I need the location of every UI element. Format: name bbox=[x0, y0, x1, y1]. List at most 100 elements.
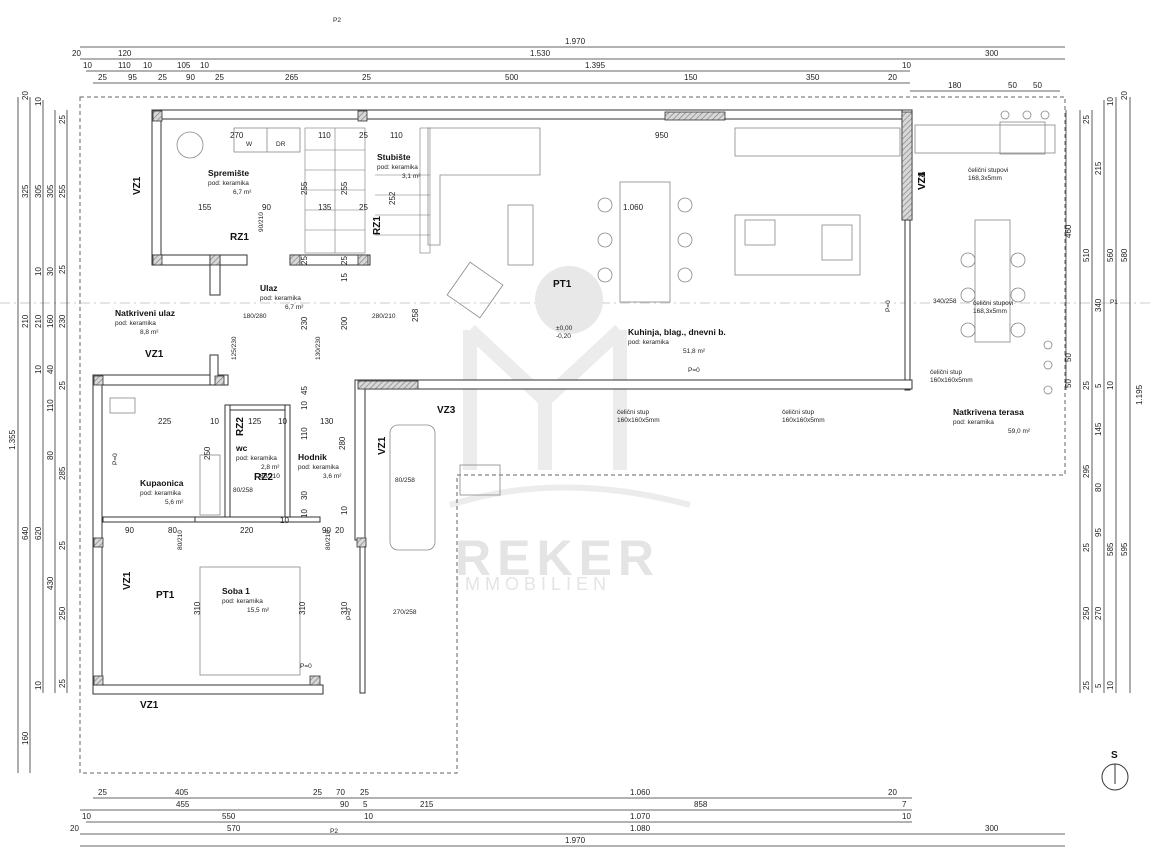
dimension-label: 580 bbox=[1120, 248, 1129, 262]
dimension-label: 7 bbox=[902, 800, 907, 809]
wall-code-label: VZ1 bbox=[132, 176, 143, 195]
dimension-label: 45 bbox=[300, 386, 309, 395]
dimension-label: 640 bbox=[21, 526, 30, 540]
dimension-label: 225 bbox=[158, 417, 172, 426]
dimension-label: 10 bbox=[280, 516, 289, 525]
elevation-label: -0,20 bbox=[556, 333, 571, 340]
dimension-label: 50 bbox=[1064, 379, 1073, 388]
dimension-label: 25 bbox=[1082, 115, 1091, 124]
dimension-label: 25 bbox=[58, 265, 67, 274]
dimension-label: 80 bbox=[46, 451, 55, 460]
room-floor: pod: keramika bbox=[115, 320, 156, 327]
dimension-label: 325 bbox=[21, 184, 30, 198]
dimension-label: 300 bbox=[985, 49, 999, 58]
dimension-label: 10 bbox=[340, 506, 349, 515]
note-label: 160x160x5mm bbox=[782, 417, 825, 424]
dimension-label: 110 bbox=[46, 399, 55, 412]
dimension-label: 10 bbox=[143, 61, 152, 70]
section-mark: P1 bbox=[1110, 299, 1118, 306]
dimension-label: 230 bbox=[300, 316, 309, 330]
wall-code-label: RZ1 bbox=[372, 216, 383, 235]
room-area: 59,0 m² bbox=[1008, 428, 1031, 435]
dimension-label: 80 bbox=[168, 526, 177, 535]
dimension-label: 270 bbox=[230, 131, 244, 140]
opening-label: 180/280 bbox=[243, 313, 267, 320]
dimension-label: 120 bbox=[118, 49, 132, 58]
dimension-label: 10 bbox=[300, 401, 309, 410]
dimension-label: 105 bbox=[177, 61, 191, 70]
opening-label: P=0 bbox=[885, 300, 892, 312]
dimension-label: 90 bbox=[262, 203, 271, 212]
dimension-label: 250 bbox=[1082, 606, 1091, 620]
furniture bbox=[109, 110, 1056, 676]
dimension-label: 255 bbox=[300, 181, 309, 195]
dimension-label: 25 bbox=[1082, 381, 1091, 390]
room-floor: pod: keramika bbox=[208, 180, 249, 187]
note-label: 168,3x5mm bbox=[973, 308, 1007, 315]
dimension-label: 10 bbox=[34, 681, 43, 690]
watermark-sub: IMMOBILIEN bbox=[455, 574, 611, 594]
dimension-label: 30 bbox=[46, 267, 55, 276]
dimension-label: 25 bbox=[359, 203, 368, 212]
room-name: Ulaz bbox=[260, 283, 277, 293]
dimension-label: 50 bbox=[1033, 81, 1042, 90]
wall-code-label: VZ1 bbox=[140, 700, 159, 711]
opening-label: 80/210 bbox=[325, 530, 332, 550]
dimension-label: 10 bbox=[1106, 681, 1115, 690]
note-label: čelični stup bbox=[930, 369, 963, 376]
north-arrow: S bbox=[1101, 750, 1129, 791]
wall-code-label: VZ1 bbox=[377, 436, 388, 455]
room-area: 6,7 m² bbox=[233, 189, 252, 196]
dimension-label: 25 bbox=[58, 115, 67, 124]
dimension-label: 10 bbox=[300, 509, 309, 518]
dimension-label: 1.080 bbox=[630, 824, 651, 833]
dimension-lines bbox=[17, 46, 1131, 847]
dimension-label: 20 bbox=[21, 91, 30, 100]
elevation-label: ±0,00 bbox=[556, 325, 573, 332]
room-floor: pod: keramika bbox=[628, 339, 669, 346]
room-name: Natkrivena terasa bbox=[953, 407, 1024, 417]
section-mark: P2 bbox=[333, 17, 341, 24]
dimension-label: 10 bbox=[83, 61, 92, 70]
room-area: 6,7 m² bbox=[285, 304, 304, 311]
walls bbox=[92, 109, 913, 695]
dimension-label: 560 bbox=[1106, 248, 1115, 262]
room-floor: pod: keramika bbox=[298, 464, 339, 471]
dimension-label: 155 bbox=[198, 203, 212, 212]
dimension-label: 1.970 bbox=[565, 836, 586, 845]
dimension-label: 215 bbox=[1094, 161, 1103, 175]
dimension-label: 95 bbox=[1094, 528, 1103, 537]
dimension-label: 10 bbox=[82, 812, 91, 821]
opening-label: 125/230 bbox=[231, 336, 238, 360]
dryer-label: DR bbox=[276, 141, 286, 148]
room-name: Natkriveni ulaz bbox=[115, 308, 175, 318]
opening-label: 340/258 bbox=[933, 298, 957, 305]
note-label: 160x160x5mm bbox=[930, 377, 973, 384]
room-area: 8,8 m² bbox=[140, 329, 159, 336]
dimension-label: 10 bbox=[364, 812, 373, 821]
dimension-label: 310 bbox=[340, 601, 349, 615]
dimension-label: 310 bbox=[298, 601, 307, 615]
dimension-label: 30 bbox=[300, 491, 309, 500]
dimension-label: 150 bbox=[684, 73, 698, 82]
dimension-label: 1.060 bbox=[623, 203, 644, 212]
dimension-label: 15 bbox=[340, 273, 349, 282]
dimension-label: 585 bbox=[1106, 542, 1115, 556]
wall-code-label: VZ3 bbox=[437, 405, 456, 416]
dimension-label: 25 bbox=[58, 541, 67, 550]
dimension-label: 1.355 bbox=[8, 429, 17, 450]
dimension-label: 145 bbox=[1094, 422, 1103, 436]
dimension-label: 285 bbox=[58, 466, 67, 480]
room-floor: pod: keramika bbox=[377, 164, 418, 171]
room-name: Soba 1 bbox=[222, 586, 250, 596]
room-floor: pod: keramika bbox=[236, 455, 277, 462]
dimension-label: 180 bbox=[948, 81, 962, 90]
room-floor: pod: keramika bbox=[260, 295, 301, 302]
wall-code-label: RZ2 bbox=[235, 417, 246, 436]
dimension-label: 90 bbox=[322, 526, 331, 535]
dimension-label: 1.060 bbox=[630, 788, 651, 797]
watermark-logo: REKER IMMOBILIEN bbox=[449, 324, 691, 594]
room-area: 5,6 m² bbox=[165, 499, 184, 506]
wall-code-label: PT1 bbox=[156, 590, 175, 601]
dimension-label: 110 bbox=[390, 131, 403, 140]
